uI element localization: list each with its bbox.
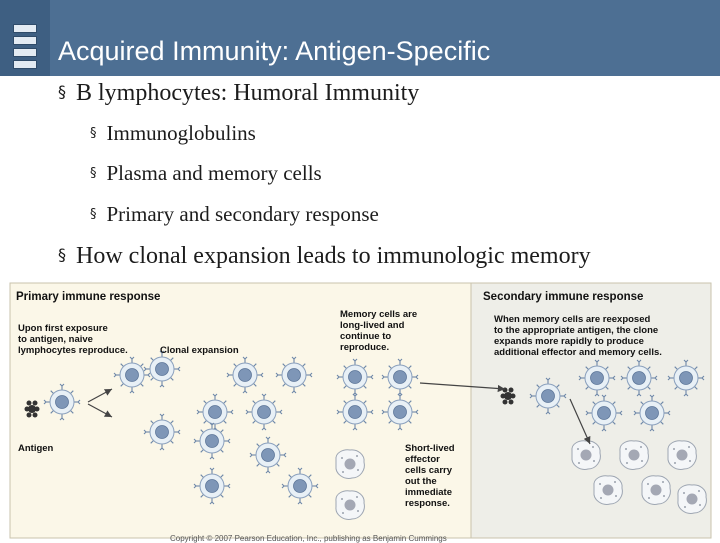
caption-line: long-lived and [340,320,405,331]
short-lived-caption: Short-lived effector cells carry out the… [405,443,455,509]
figure-artwork [9,282,712,539]
flow-arrows [87,382,591,445]
clonal-expansion-caption: Clonal expansion [160,345,239,356]
caption-line: continue to [340,331,392,342]
caption-line: expands more rapidly to produce [494,336,644,347]
caption-line: Upon first exposure [18,323,108,334]
caption-line: When memory cells are reexposed [494,314,651,325]
caption-line: Memory cells are [340,309,418,320]
caption-line: immediate [405,487,452,498]
bullet-text: Plasma and memory cells [106,161,322,185]
secondary-caption: When memory cells are reexposed to the a… [494,314,662,358]
copyright-credit: Copyright © 2007 Pearson Education, Inc.… [170,534,447,543]
clonal-expansion-figure: Primary immune response Upon first expos… [0,279,720,540]
bullet-text: B lymphocytes: Humoral Immunity [76,80,420,106]
primary-title: Primary immune response [16,291,161,303]
caption-line: to the appropriate antigen, the clone [494,325,659,336]
caption-line: reproduce. [340,342,390,353]
title-bar [0,0,720,76]
caption-line: cells carry [405,465,453,476]
caption-line: out the [405,476,437,487]
bullet-mark: § [90,207,97,222]
bullet-item: § Immunoglobulins [90,121,256,146]
bullet-text: Primary and secondary response [106,202,379,226]
caption-line: response. [405,498,450,509]
bullet-mark: § [58,82,66,101]
bullet-text: How clonal expansion leads to immunologi… [76,243,591,269]
memory-cells-caption: Memory cells are long-lived and continue… [340,309,417,353]
slide-title: Acquired Immunity: Antigen-Specific [58,36,491,66]
bullet-item: § B lymphocytes: Humoral Immunity [58,80,419,107]
antigen-label: Antigen [18,443,54,454]
caption-line: effector [405,454,440,465]
caption-line: additional effector and memory cells. [494,347,662,358]
bullet-mark: § [90,126,97,141]
bullet-text: Immunoglobulins [106,121,256,145]
slide-logo [0,0,50,76]
caption-line: lymphocytes reproduce. [18,345,128,356]
bullet-item: § Primary and secondary response [90,202,379,227]
caption-line: Short-lived [405,443,455,454]
bullet-mark: § [58,245,66,264]
bullet-mark: § [90,166,97,181]
secondary-title: Secondary immune response [483,291,644,303]
secondary-panel [470,282,712,539]
bullet-item: § How clonal expansion leads to immunolog… [58,243,591,270]
books-icon [13,24,37,72]
caption-line: to antigen, naive [18,334,93,345]
first-exposure-caption: Upon first exposure to antigen, naive ly… [18,323,128,356]
bullet-item: § Plasma and memory cells [90,161,322,186]
